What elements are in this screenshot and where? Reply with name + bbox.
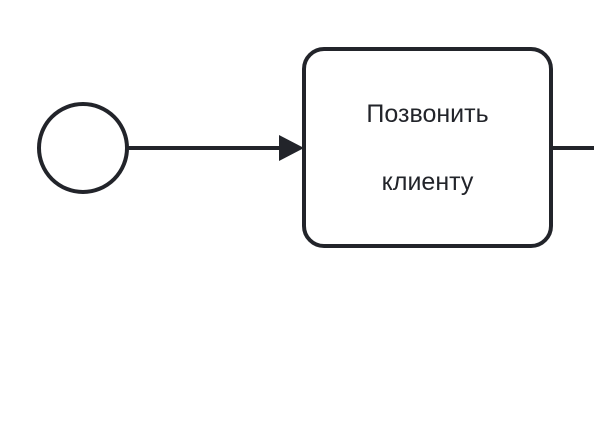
task-call-client[interactable]: [302, 47, 553, 248]
sequence-flow-arrowhead: [279, 135, 304, 161]
start-event[interactable]: [37, 102, 129, 194]
